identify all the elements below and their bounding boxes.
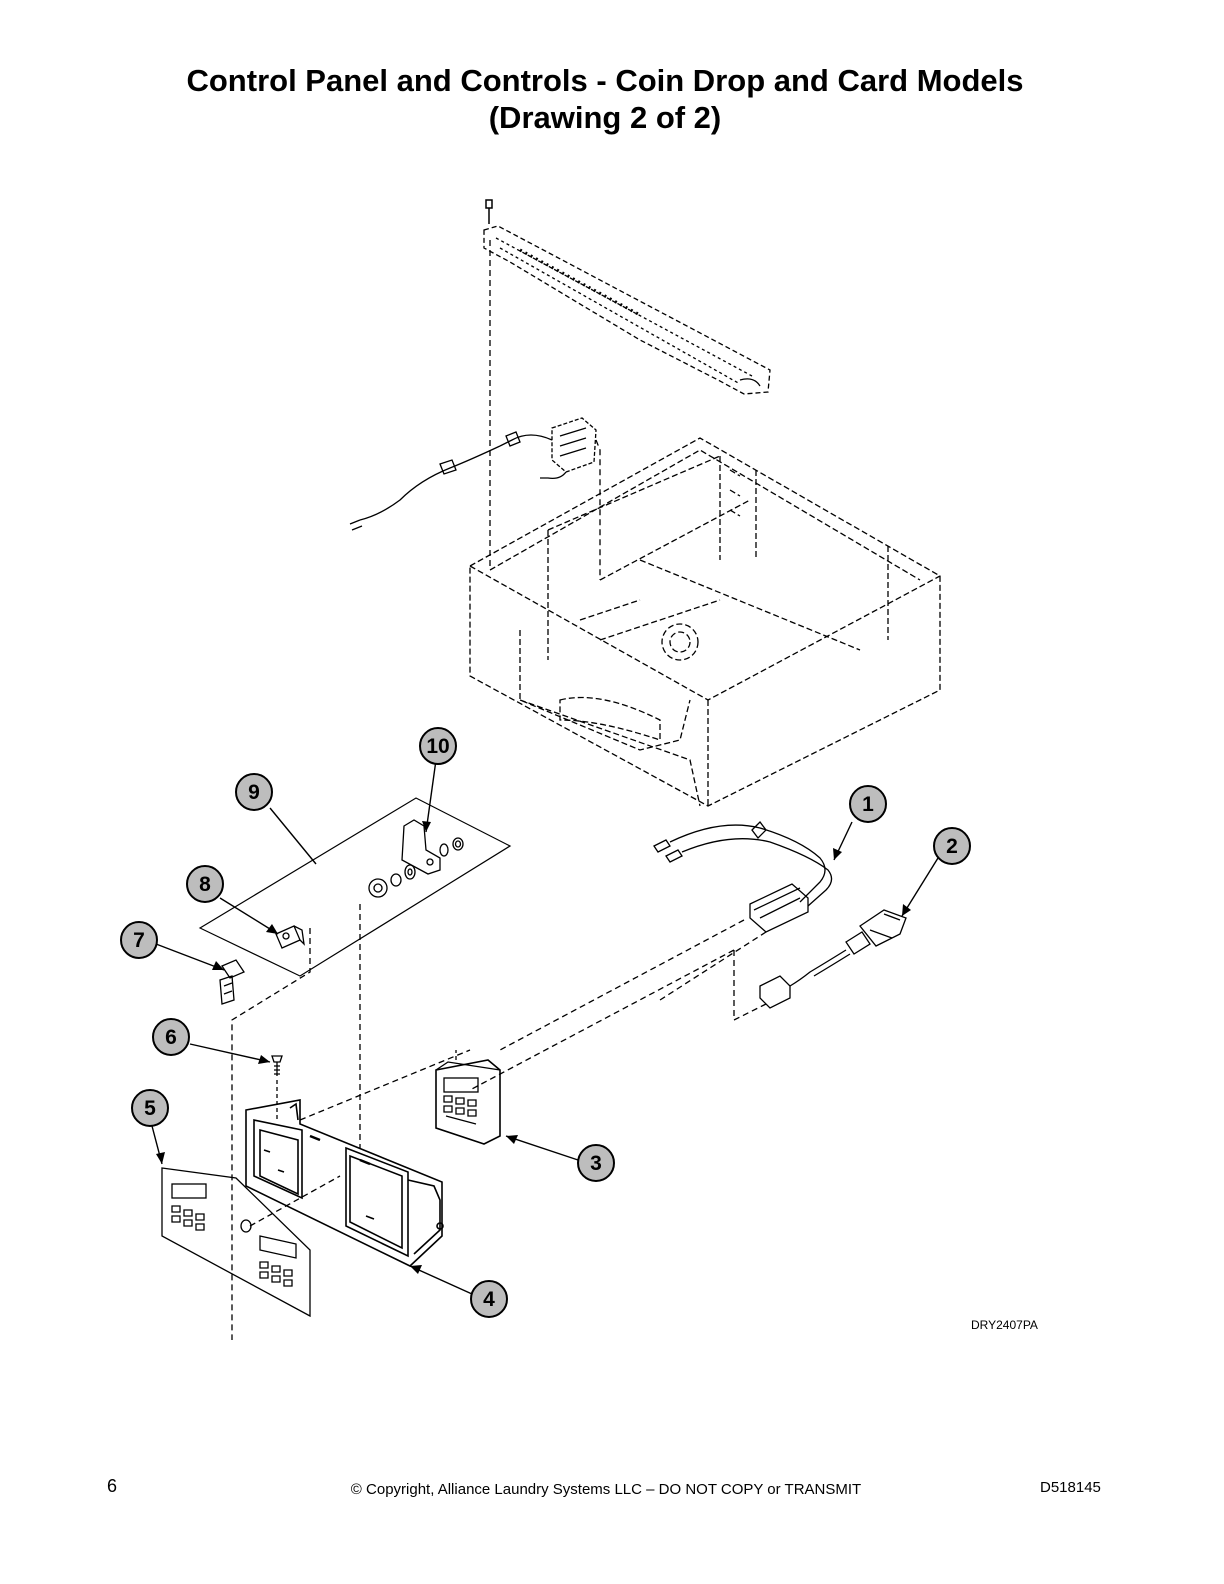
callout-5-label: 5 bbox=[144, 1097, 156, 1120]
callout-3-label: 3 bbox=[590, 1152, 602, 1175]
leader-lines bbox=[151, 759, 939, 1295]
page-title: Control Panel and Controls - Coin Drop a… bbox=[0, 62, 1210, 136]
footer-copyright: © Copyright, Alliance Laundry Systems LL… bbox=[350, 1481, 862, 1498]
callout-10-label: 10 bbox=[426, 735, 449, 758]
keyswitch-assembly-box bbox=[198, 797, 512, 1340]
callout-2: 2 bbox=[933, 827, 971, 865]
callout-4-label: 4 bbox=[483, 1288, 495, 1311]
control-panel-4 bbox=[245, 1099, 444, 1267]
callout-8-label: 8 bbox=[199, 873, 211, 896]
title-line-2: (Drawing 2 of 2) bbox=[488, 100, 722, 135]
callout-2-label: 2 bbox=[946, 835, 958, 858]
control-box-chassis bbox=[469, 437, 941, 807]
screw-6 bbox=[271, 1055, 283, 1120]
callout-9-label: 9 bbox=[248, 781, 260, 804]
callout-10: 10 bbox=[419, 727, 457, 765]
top-mounting-rail bbox=[483, 199, 771, 395]
electronic-control-3 bbox=[435, 1050, 501, 1145]
wire-harness-1 bbox=[499, 821, 833, 1051]
overlay-decal-5 bbox=[161, 1167, 311, 1318]
callout-3: 3 bbox=[577, 1144, 615, 1182]
relay-harness bbox=[349, 417, 601, 580]
leader-arrowheads bbox=[156, 821, 911, 1274]
callout-8: 8 bbox=[186, 865, 224, 903]
callout-9: 9 bbox=[235, 773, 273, 811]
callout-1-label: 1 bbox=[862, 793, 874, 816]
callout-5: 5 bbox=[131, 1089, 169, 1127]
callout-1: 1 bbox=[849, 785, 887, 823]
footer-page-number: 6 bbox=[107, 1476, 118, 1496]
callout-4: 4 bbox=[470, 1280, 508, 1318]
callout-6-label: 6 bbox=[165, 1026, 177, 1049]
card-reader-cable-2 bbox=[469, 909, 907, 1091]
callout-7-label: 7 bbox=[133, 929, 145, 952]
footer-doc-number: D518145 bbox=[1040, 1479, 1101, 1496]
figure-code: DRY2407PA bbox=[971, 1318, 1038, 1332]
title-line-1: Control Panel and Controls - Coin Drop a… bbox=[186, 63, 1024, 98]
callout-6: 6 bbox=[152, 1018, 190, 1056]
callout-7: 7 bbox=[120, 921, 158, 959]
